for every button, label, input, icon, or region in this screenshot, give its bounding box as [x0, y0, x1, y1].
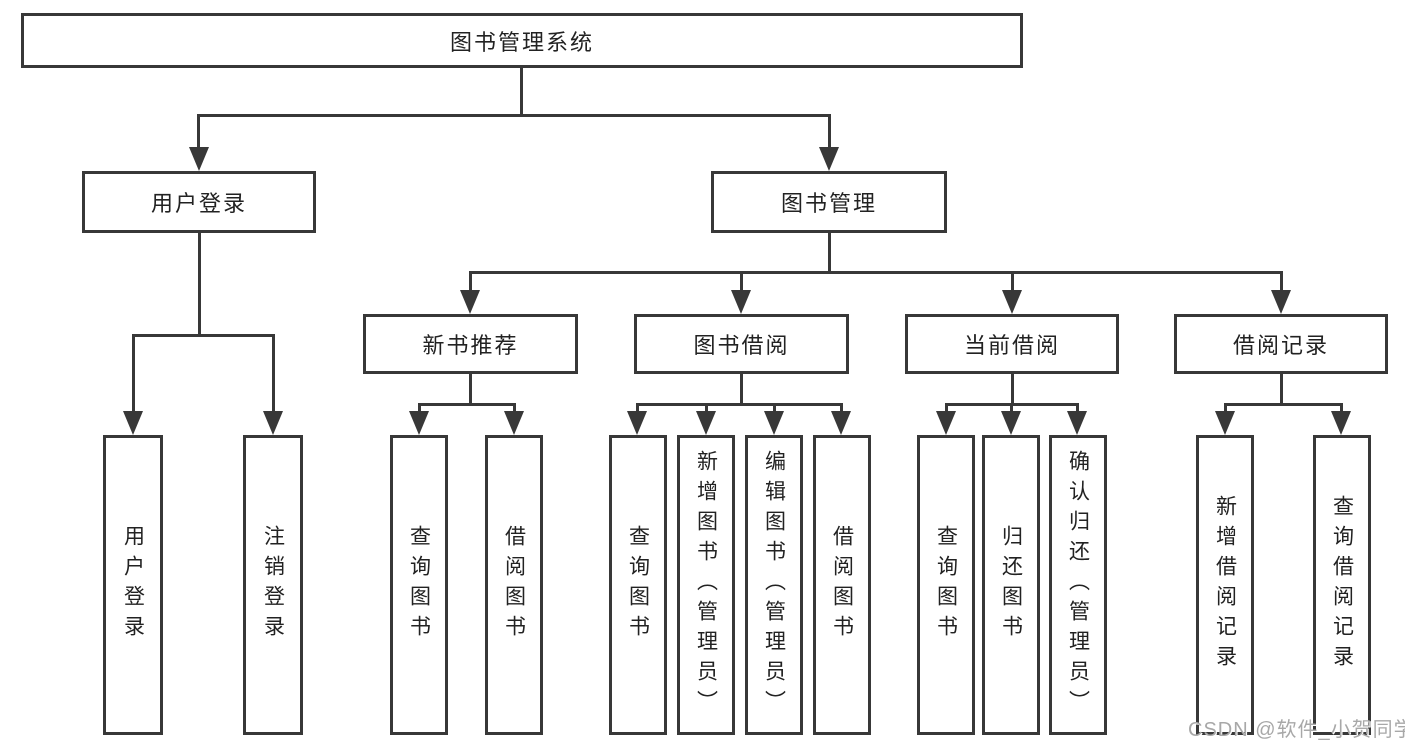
connector-line — [272, 334, 275, 412]
csdn-watermark: CSDN @软件_小贺同学 — [1188, 719, 1405, 741]
connector-line — [469, 271, 1282, 274]
leaf-label: 借阅图书 — [830, 525, 854, 645]
leaf-borrow-books: 借阅图书 — [485, 435, 543, 735]
connector-line — [636, 403, 843, 406]
node-label: 图书管理系统 — [449, 29, 594, 55]
arrowhead-down-icon — [263, 411, 283, 435]
connector-line — [1224, 403, 1227, 413]
arrowhead-down-icon — [696, 411, 716, 435]
leaf-query-books: 查询图书 — [390, 435, 448, 735]
arrowhead-down-icon — [731, 290, 751, 314]
connector-line — [636, 403, 639, 413]
connector-line — [1076, 403, 1079, 413]
node-label: 新书推荐 — [422, 333, 519, 358]
arrowhead-down-icon — [819, 147, 839, 171]
leaf-query-books-2: 查询图书 — [609, 435, 667, 735]
node-label: 借阅记录 — [1232, 333, 1329, 358]
arrowhead-down-icon — [1002, 290, 1022, 314]
arrowhead-down-icon — [1001, 411, 1021, 435]
node-label: 当前借阅 — [963, 333, 1060, 358]
connector-line — [418, 403, 421, 413]
arrowhead-down-icon — [936, 411, 956, 435]
connector-line — [1224, 403, 1343, 406]
connector-line — [418, 403, 516, 406]
connector-line — [1011, 271, 1014, 291]
leaf-edit-books-admin: 编辑图书（管理员） — [745, 435, 803, 735]
connector-line — [197, 114, 200, 148]
arrowhead-down-icon — [1331, 411, 1351, 435]
connector-line — [132, 334, 275, 337]
connector-line — [1340, 403, 1343, 413]
connector-line — [513, 403, 516, 413]
leaf-label: 用户登录 — [121, 525, 145, 645]
arrowhead-down-icon — [460, 290, 480, 314]
arrowhead-down-icon — [627, 411, 647, 435]
connector-line — [773, 403, 776, 413]
node-new-book-recommend: 新书推荐 — [363, 314, 578, 374]
leaf-label: 编辑图书（管理员） — [762, 450, 786, 720]
node-book-management: 图书管理 — [711, 171, 947, 233]
arrowhead-down-icon — [764, 411, 784, 435]
leaf-borrow-books-2: 借阅图书 — [813, 435, 871, 735]
node-book-borrowing: 图书借阅 — [634, 314, 849, 374]
arrowhead-down-icon — [504, 411, 524, 435]
connector-line — [1280, 374, 1283, 406]
leaf-label: 确认归还（管理员） — [1066, 450, 1090, 720]
leaf-user-login: 用户登录 — [103, 435, 163, 735]
connector-line — [828, 114, 831, 148]
leaf-logout: 注销登录 — [243, 435, 303, 735]
connector-line — [197, 114, 831, 117]
leaf-add-borrow-record: 新增借阅记录 — [1196, 435, 1254, 735]
leaf-label: 查询图书 — [407, 525, 431, 645]
connector-line — [840, 403, 843, 413]
leaf-label: 归还图书 — [999, 525, 1023, 645]
leaf-label: 新增借阅记录 — [1213, 495, 1237, 675]
node-label: 用户登录 — [150, 191, 247, 216]
leaf-label: 查询图书 — [934, 525, 958, 645]
node-label: 图书借阅 — [693, 333, 790, 358]
node-borrowing-records: 借阅记录 — [1174, 314, 1388, 374]
leaf-confirm-return-admin: 确认归还（管理员） — [1049, 435, 1107, 735]
arrowhead-down-icon — [409, 411, 429, 435]
arrowhead-down-icon — [1067, 411, 1087, 435]
connector-line — [828, 233, 831, 274]
connector-line — [132, 334, 135, 412]
leaf-add-books-admin: 新增图书（管理员） — [677, 435, 735, 735]
leaf-query-borrow-record: 查询借阅记录 — [1313, 435, 1371, 735]
leaf-query-books-3: 查询图书 — [917, 435, 975, 735]
node-label: 图书管理 — [780, 191, 877, 216]
leaf-label: 查询借阅记录 — [1330, 495, 1354, 675]
leaf-label: 注销登录 — [261, 525, 285, 645]
leaf-label: 新增图书（管理员） — [694, 450, 718, 720]
leaf-return-books: 归还图书 — [982, 435, 1040, 735]
connector-line — [198, 233, 201, 337]
connector-line — [469, 271, 472, 291]
connector-line — [469, 374, 472, 406]
connector-line — [1011, 374, 1014, 406]
connector-line — [740, 271, 743, 291]
connector-line — [705, 403, 708, 413]
arrowhead-down-icon — [831, 411, 851, 435]
connector-line — [1280, 271, 1283, 291]
leaf-label: 查询图书 — [626, 525, 650, 645]
node-user-login: 用户登录 — [82, 171, 316, 233]
connector-line — [740, 374, 743, 406]
node-library-system: 图书管理系统 — [21, 13, 1023, 68]
arrowhead-down-icon — [1271, 290, 1291, 314]
node-current-borrowing: 当前借阅 — [905, 314, 1119, 374]
connector-line — [945, 403, 948, 413]
connector-line — [520, 66, 523, 116]
leaf-label: 借阅图书 — [502, 525, 526, 645]
arrowhead-down-icon — [189, 147, 209, 171]
arrowhead-down-icon — [123, 411, 143, 435]
connector-line — [1010, 403, 1013, 413]
arrowhead-down-icon — [1215, 411, 1235, 435]
